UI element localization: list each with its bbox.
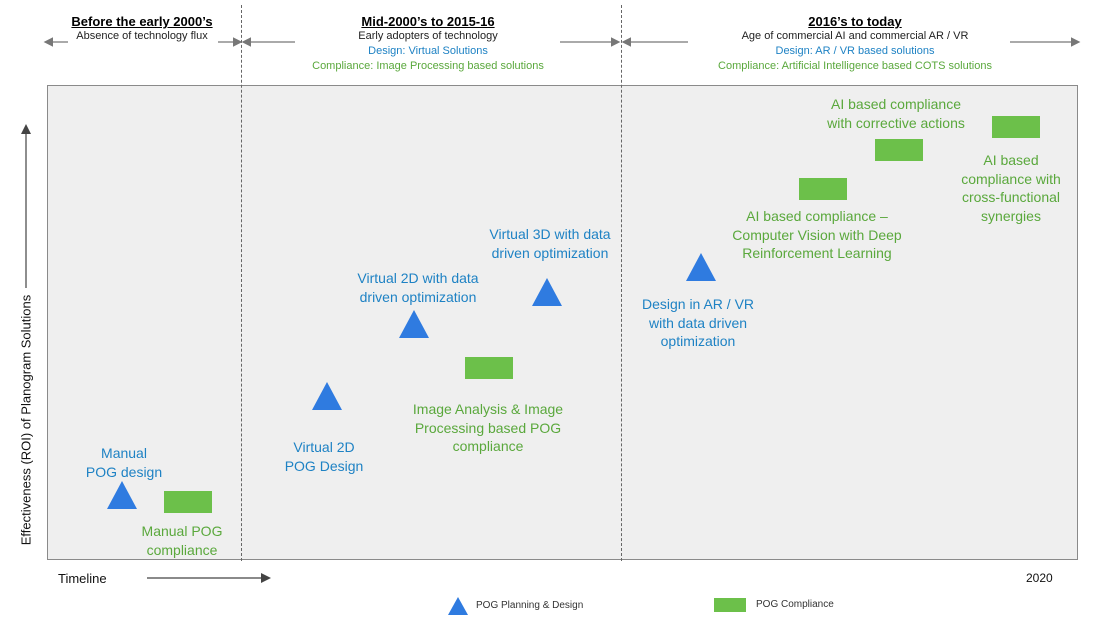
era-2-compliance: Compliance: Image Processing based solut… [312,60,544,72]
era-1-subtitle: Absence of technology flux [76,30,208,42]
x-axis-label: Timeline [58,571,107,586]
x-axis-year: 2020 [1026,571,1053,585]
era-2-design: Design: Virtual Solutions [368,45,488,57]
marker-ai-corrective-actions-compliance [875,139,923,161]
era-2-header: Mid-2000’s to 2015-16 Early adopters of … [282,14,574,74]
label-manual-pog-compliance: Manual POG compliance [141,523,223,558]
marker-manual-pog-compliance [164,491,212,513]
era-2-subtitle: Early adopters of technology [358,30,498,42]
era-3-design: Design: AR / VR based solutions [775,45,935,57]
era-3-subtitle: Age of commercial AI and commercial AR /… [741,30,969,42]
marker-ar-vr-design [686,253,716,281]
label-virtual-2d-optimization: Virtual 2D with data driven optimization [357,270,479,305]
label-ar-vr-design: Design in AR / VR with data driven optim… [641,296,755,349]
label-ai-computer-vision-compliance: AI based compliance – Computer Vision wi… [732,208,902,261]
label-virtual-3d-optimization: Virtual 3D with data driven optimization [489,226,611,261]
era-divider-1 [241,5,242,561]
legend-compliance-label: POG Compliance [756,599,834,610]
marker-virtual-3d-optimization [532,278,562,306]
era-3-header: 2016’s to today Age of commercial AI and… [690,14,1020,74]
era-3-compliance: Compliance: Artificial Intelligence base… [718,60,992,72]
x-axis-arrow [147,573,271,583]
y-axis-label: Effectiveness (ROI) of Planogram Solutio… [18,294,34,546]
legend-planning-triangle [448,597,468,615]
marker-ai-cross-functional-compliance [992,116,1040,138]
era-divider-2 [621,5,622,561]
marker-virtual-2d-optimization [399,310,429,338]
era-arrows [43,37,1081,47]
era-2-title: Mid-2000’s to 2015-16 [361,14,495,29]
legend-planning-label: POG Planning & Design [476,600,584,611]
label-virtual-2d-pog-design: Virtual 2D POG Design [284,439,364,474]
era-3-title: 2016’s to today [808,14,902,29]
era-1-header: Before the early 2000’s Absence of techn… [52,14,232,44]
marker-ai-computer-vision-compliance [799,178,847,200]
label-manual-pog-design: Manual POG design [85,445,163,480]
label-ai-cross-functional-compliance: AI based compliance with cross-functiona… [961,152,1061,224]
marker-virtual-2d-pog-design [312,382,342,410]
marker-manual-pog-design [107,481,137,509]
marker-image-processing-compliance [465,357,513,379]
label-ai-corrective-actions-compliance: AI based compliance with corrective acti… [827,96,965,131]
y-axis-arrow [21,124,31,288]
label-image-processing-compliance: Image Analysis & Image Processing based … [412,401,564,454]
plot-area [47,85,1078,560]
era-1-title: Before the early 2000’s [71,14,213,29]
legend-compliance-rect [714,598,746,612]
